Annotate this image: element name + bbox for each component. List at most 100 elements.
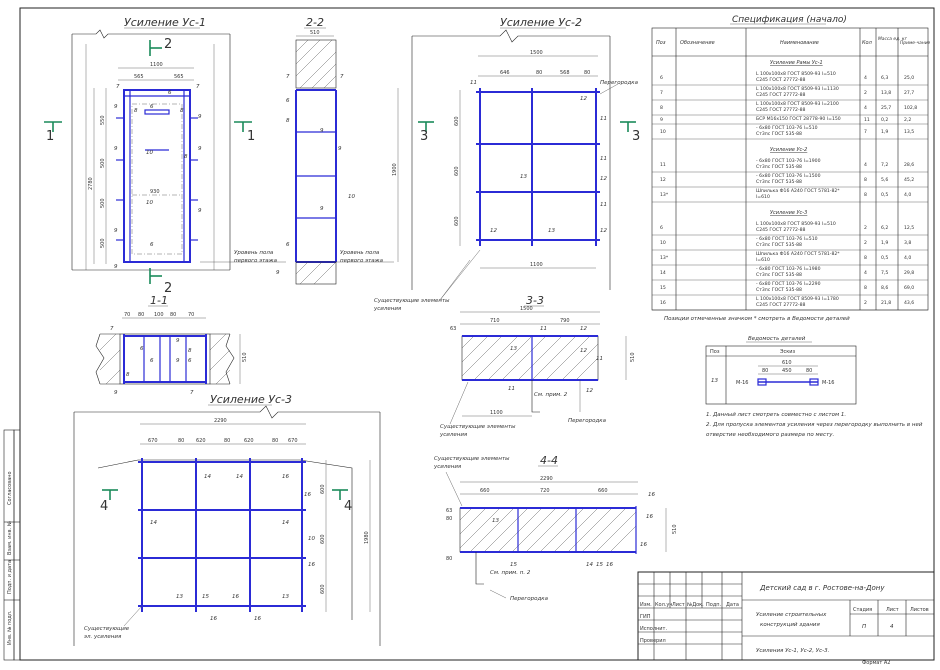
spec-note: 12,5 xyxy=(904,225,914,231)
spec-name: l=610 xyxy=(756,194,770,200)
s11-dim-80a: 80 xyxy=(138,312,144,318)
s11-mark-7b: 7 xyxy=(190,390,194,396)
spec-h-qty: Кол xyxy=(862,40,873,46)
us3-dim-width: 2290 xyxy=(214,418,227,424)
side-stamp: Согласовано Взам. инв. № Подп. и дата Ин… xyxy=(3,429,21,661)
s44-dim-80b: 80 xyxy=(446,556,452,562)
spec-pos: 13* xyxy=(660,255,669,261)
us1-mark-6a: 6 xyxy=(168,90,172,96)
s11-mark-6a: 6 xyxy=(140,346,144,352)
spec-pos: 7 xyxy=(660,90,663,96)
s11-mark-9a: 9 xyxy=(176,338,180,344)
spec-pos: 8 xyxy=(660,105,663,111)
spec-h-mass: Масса ед. кг xyxy=(878,36,908,42)
us3-cut-left: 4 xyxy=(100,499,108,514)
details-pos: 13 xyxy=(711,378,718,384)
spec-mass: 5,6 xyxy=(881,177,888,183)
view-section-1-1: 1-1 70 80 100 80 70 510 7 9 8 6 9 6 6 xyxy=(95,294,248,396)
details-col-pos: Поз xyxy=(710,349,720,355)
us2-dim-80b: 80 xyxy=(584,70,590,76)
s22-mark-7a: 7 xyxy=(286,74,290,80)
spec-note: 4,0 xyxy=(904,192,911,198)
spec-name: Ст3пс ГОСТ 535-88 xyxy=(756,164,802,170)
s33-label-existing-2: усиления xyxy=(439,432,468,438)
spec-rows: Усиление Рамы Ус-16L 100х100х8 ГОСТ 8509… xyxy=(652,60,928,311)
spec-h-note: Приме-чание xyxy=(900,40,931,46)
us3-dim-600c: 600 xyxy=(320,584,326,594)
us1-mark-8c: 8 xyxy=(184,154,188,160)
us2-label-existing-1: Существующие элементы xyxy=(374,298,450,304)
spec-pos: 12 xyxy=(660,177,666,183)
us3-mark-14d: 14 xyxy=(282,520,289,526)
s33-label-existing-1: Существующие элементы xyxy=(440,424,516,430)
us2-label-existing-2: усиления xyxy=(373,306,402,312)
spec-mass: 1,9 xyxy=(881,129,888,135)
view-section-3-3: 3-3 1500 710 790 63 510 1100 11 12 13 11… xyxy=(439,294,636,438)
us1-level-1: Уровень пола xyxy=(234,250,274,256)
details-thread-right: М-16 xyxy=(822,380,834,386)
s22-dim: 510 xyxy=(310,30,320,36)
s33-mark-11b: 11 xyxy=(596,356,603,362)
us2-mark-11c: 11 xyxy=(600,156,607,162)
side-agreed: Согласовано xyxy=(7,471,13,505)
stamp-role-gip: ГИП xyxy=(640,614,651,620)
view-section-4-4: 4-4 2290 660 720 660 63 80 510 80 16 16 … xyxy=(433,454,678,602)
s22-wall-top xyxy=(295,39,337,89)
stamp-col-sign: Подп. xyxy=(706,602,722,608)
s44-dim-660a: 660 xyxy=(480,488,490,494)
us3-mark-15: 15 xyxy=(202,594,209,600)
spec-h-pos: Поз xyxy=(656,40,666,46)
spec-name: L 100х100х8 ГОСТ 8509-93 l=510 xyxy=(756,221,836,227)
spec-note: 69,0 xyxy=(904,285,914,291)
us1-mark-7a: 7 xyxy=(116,84,120,90)
s33-mark-12c: 12 xyxy=(586,388,593,394)
notes: 1. Данный лист смотреть совместно с лист… xyxy=(706,412,923,438)
spec-pos: 9 xyxy=(660,117,663,123)
us2-mark-12a: 12 xyxy=(580,96,587,102)
spec-mass: 7,5 xyxy=(881,270,888,276)
spec-qty: 8 xyxy=(864,285,867,291)
spec-mass: 7,2 xyxy=(881,162,888,168)
spec-name: Шпилька Ф16 А240 ГОСТ 5781-82* xyxy=(756,188,840,194)
spec-name: - 6х80 ГОСТ 103-76 l=510 xyxy=(756,125,818,131)
spec-name: L 100х100х8 ГОСТ 8509-93 l=510 xyxy=(756,71,836,77)
us2-dim-1100: 1100 xyxy=(530,262,543,268)
us2-mark-12d: 12 xyxy=(600,228,607,234)
s11-mark-8b: 8 xyxy=(126,372,130,378)
spec-mass: 0,2 xyxy=(881,117,888,123)
spec-mass: 13,8 xyxy=(881,90,891,96)
spec-mass: 25,7 xyxy=(881,105,891,111)
s44-dim-80a: 80 xyxy=(446,516,452,522)
s44-mark-15: 15 xyxy=(510,562,517,568)
us1-mark-7b: 7 xyxy=(196,84,200,90)
us1-dim-565b: 565 xyxy=(174,74,184,80)
us1-mark-9e: 9 xyxy=(198,208,202,214)
us3-mark-14b: 14 xyxy=(236,474,243,480)
s22-level-2: первого этажа xyxy=(340,258,384,264)
spec-name: С245 ГОСТ 27772-88 xyxy=(756,107,806,113)
spec-note: 102,8 xyxy=(904,105,917,111)
s22-title: 2-2 xyxy=(306,16,324,29)
s44-mark-16a: 16 xyxy=(648,492,655,498)
us3-dim-80b: 80 xyxy=(224,438,230,444)
spec-pos: 10 xyxy=(660,129,666,135)
us1-mark-8a: 8 xyxy=(134,108,138,114)
spec-name: - 6х80 ГОСТ 103-76 l=2290 xyxy=(756,281,821,287)
us3-label-existing-2: эл. усиления xyxy=(84,634,122,640)
spec-name: - 6х80 ГОСТ 103-76 l=510 xyxy=(756,236,818,242)
us3-dim-80c: 80 xyxy=(272,438,278,444)
us3-mark-16a: 16 xyxy=(282,474,289,480)
us2-mark-11a: 11 xyxy=(470,80,477,86)
s44-mark-16b: 16 xyxy=(646,514,653,520)
us3-dim-620b: 620 xyxy=(244,438,254,444)
us1-mark-10b: 10 xyxy=(146,200,153,206)
stamp-subject-2: конструкций здания xyxy=(760,622,820,628)
us2-dim-600b: 600 xyxy=(454,166,460,176)
s44-mark-13: 13 xyxy=(492,518,499,524)
us3-dim-670b: 670 xyxy=(288,438,298,444)
stamp-role-check: Проверил xyxy=(640,638,666,644)
us2-mark-12b: 12 xyxy=(600,176,607,182)
spec-name: Ст3пс ГОСТ 535-88 xyxy=(756,242,802,248)
details-table: Ведомость деталей Поз Эскиз 13 610 80 45… xyxy=(705,336,857,405)
stamp-col-list: Лист xyxy=(672,602,685,608)
